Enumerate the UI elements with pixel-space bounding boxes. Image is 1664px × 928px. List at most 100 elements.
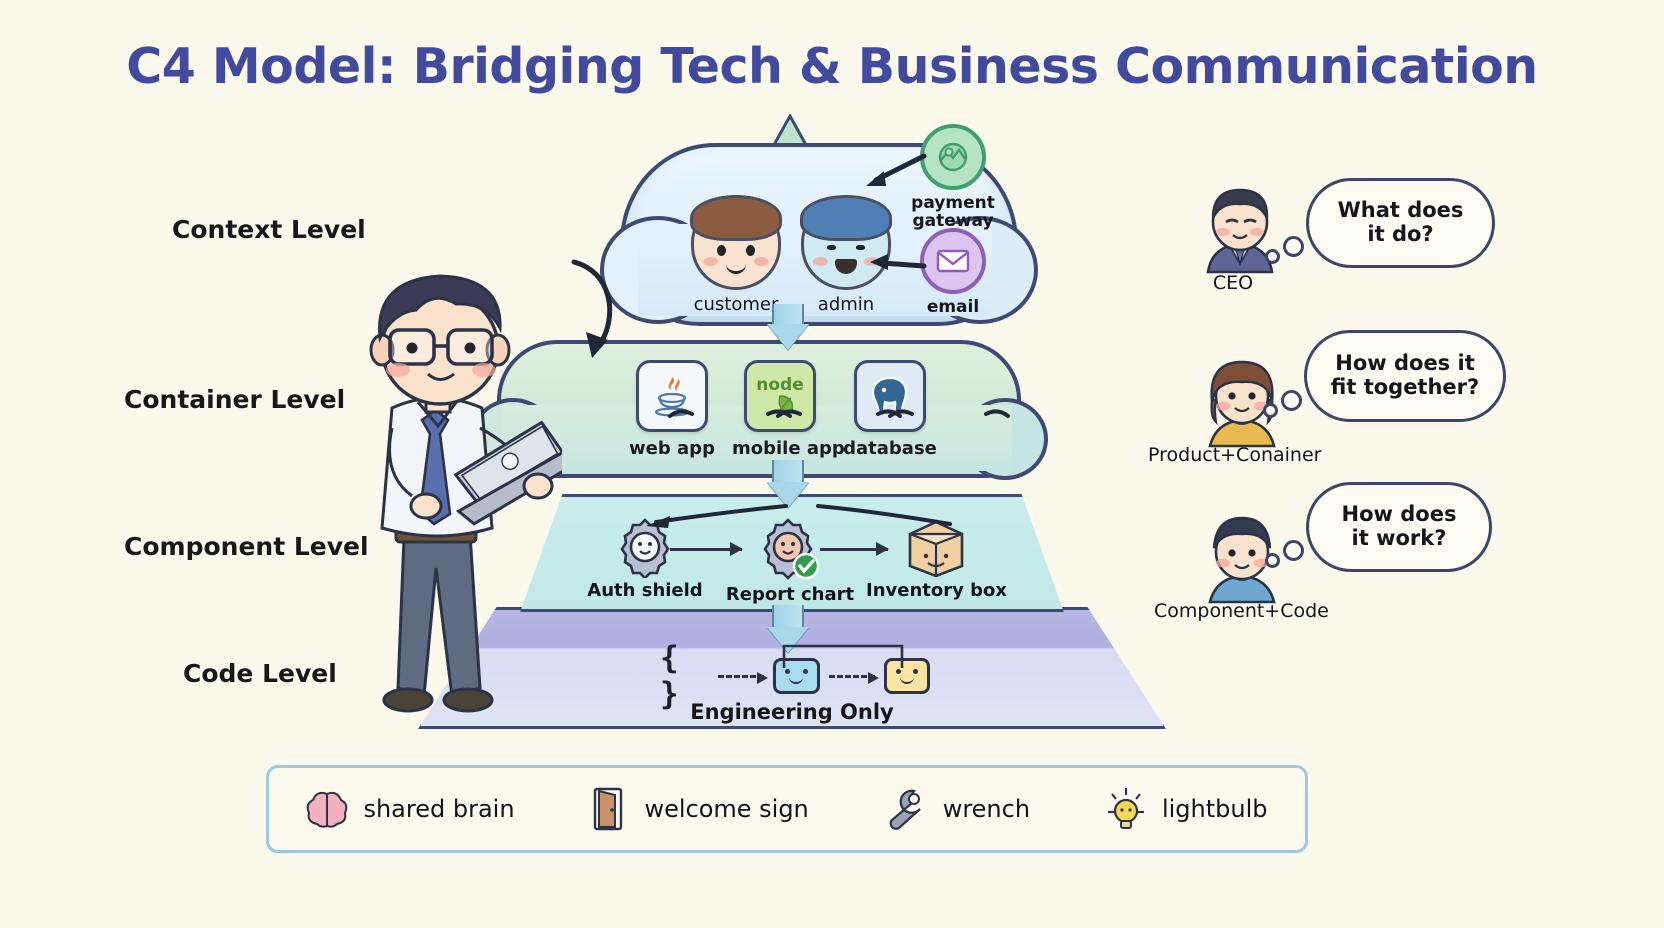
persona-component-code-label: Component+Code xyxy=(1154,600,1329,622)
component-avatar xyxy=(1192,508,1278,604)
admin-mouth xyxy=(835,259,857,274)
customer-face xyxy=(690,195,782,290)
developer-character xyxy=(352,268,562,723)
ceo-avatar xyxy=(1190,180,1276,274)
persona-ceo[interactable]: CEO xyxy=(1158,180,1308,294)
component-inventory-box-label: Inventory box xyxy=(866,580,1007,601)
legend-item-lightbulb[interactable]: lightbulb xyxy=(1105,786,1268,832)
envelope-icon xyxy=(920,228,986,294)
postgres-glyph xyxy=(871,376,908,414)
developer-illustration xyxy=(369,274,562,713)
arrow-report-to-inventory xyxy=(820,542,889,556)
container-web-app[interactable]: web app xyxy=(624,360,720,459)
page-title: C4 Model: Bridging Tech & Business Commu… xyxy=(126,38,1538,95)
product-avatar-icon xyxy=(1208,360,1276,448)
product-question-line1: How does it xyxy=(1335,351,1475,376)
envelope-glyph xyxy=(936,249,970,273)
customer-blush-left xyxy=(703,257,718,266)
arrow-context-to-container xyxy=(766,304,810,350)
arrow-email-to-cloud xyxy=(870,254,927,270)
brain-icon xyxy=(307,791,348,828)
ceo-question-line1: What does xyxy=(1337,198,1464,223)
level-label-component: Component Level xyxy=(124,532,369,561)
node-icon: node xyxy=(744,360,816,432)
persona-product-container-label: Product+Conainer xyxy=(1148,444,1322,466)
container-web-app-label: web app xyxy=(629,438,715,459)
customer-eye-left xyxy=(717,245,726,256)
container-mobile-app[interactable]: node mobile app xyxy=(732,360,845,459)
product-question-line2: fit together? xyxy=(1330,375,1480,399)
persona-component-code[interactable]: Component+Code xyxy=(1154,508,1329,622)
ceo-question-line2: it do? xyxy=(1367,222,1434,246)
actor-admin[interactable]: admin xyxy=(786,195,906,315)
external-email[interactable]: email xyxy=(893,228,1013,317)
admin-eye-left xyxy=(827,245,836,250)
external-payment-gateway-label: payment gateway xyxy=(911,193,995,231)
gear-icon xyxy=(620,518,670,578)
code-node-blue-icon[interactable] xyxy=(773,658,820,694)
legend-label-shared-brain: shared brain xyxy=(363,795,515,823)
container-database[interactable]: database xyxy=(842,360,938,459)
container-database-label: database xyxy=(843,438,937,459)
ceo-avatar-icon xyxy=(1206,188,1274,274)
arrow-auth-to-report xyxy=(670,542,743,556)
legend-item-shared-brain[interactable]: shared brain xyxy=(306,790,515,828)
code-dashed-arrow-2 xyxy=(828,671,879,684)
wrench-icon xyxy=(889,789,921,830)
customer-eye-right xyxy=(746,245,755,256)
customer-blush-right xyxy=(754,257,769,266)
legend-bar: shared brain welcome sign wrench xyxy=(266,765,1308,853)
code-level-row: { } xyxy=(660,640,930,712)
container-mobile-app-label: mobile app xyxy=(732,438,845,459)
code-dashed-arrow-1 xyxy=(718,671,769,684)
persona-ceo-label: CEO xyxy=(1212,272,1254,294)
container-chip-links xyxy=(668,409,1010,418)
level-label-code: Code Level xyxy=(183,659,337,688)
component-report-chart-label: Report chart xyxy=(725,584,855,605)
actor-customer[interactable]: customer xyxy=(676,195,796,315)
component-report-chart[interactable]: Report chart xyxy=(720,516,860,605)
postgresql-elephant-icon xyxy=(854,360,926,432)
customer-hair-icon xyxy=(690,195,782,241)
door-icon xyxy=(594,787,623,831)
gear-check-icon xyxy=(763,518,820,580)
legend-item-wrench[interactable]: wrench xyxy=(884,787,1030,831)
admin-face xyxy=(800,195,892,290)
actor-customer-label: customer xyxy=(693,294,779,315)
level-label-context: Context Level xyxy=(172,215,366,244)
customer-mouth xyxy=(726,260,746,274)
level-label-container: Container Level xyxy=(124,385,346,414)
arrow-container-to-component xyxy=(766,460,810,508)
code-node-yellow-icon[interactable] xyxy=(883,658,930,694)
arrow-payment-to-cloud xyxy=(866,153,927,186)
component-question-line2: it work? xyxy=(1351,526,1447,550)
thought-bubble-product: How does it fit together? xyxy=(1263,330,1506,422)
java-icon xyxy=(636,360,708,432)
actor-admin-label: admin xyxy=(817,294,875,315)
admin-hair-icon xyxy=(800,195,892,241)
legend-label-welcome-sign: welcome sign xyxy=(644,795,809,823)
admin-blush-left xyxy=(813,257,828,266)
external-email-label: email xyxy=(926,297,980,317)
component-avatar-icon xyxy=(1208,516,1276,604)
component-question-line1: How does xyxy=(1341,502,1457,527)
component-auth-shield[interactable]: Auth shield xyxy=(575,516,715,601)
legend-label-wrench: wrench xyxy=(942,795,1031,823)
component-branch-arrows xyxy=(646,504,952,528)
svg-text:node: node xyxy=(756,375,803,395)
component-auth-shield-label: Auth shield xyxy=(587,580,703,601)
persona-product-container[interactable]: Product+Conainer xyxy=(1148,352,1321,466)
admin-eye-right xyxy=(856,245,865,250)
product-avatar xyxy=(1192,352,1278,448)
node-glyph: node xyxy=(756,375,804,415)
legend-label-lightbulb: lightbulb xyxy=(1161,795,1268,823)
arrow-component-to-code xyxy=(766,605,810,653)
code-level-footer: Engineering Only xyxy=(690,700,894,724)
legend-item-welcome-sign[interactable]: welcome sign xyxy=(589,786,809,832)
globe-glyph xyxy=(938,142,968,172)
lightbulb-icon xyxy=(1107,788,1144,829)
globe-icon xyxy=(920,124,986,190)
code-node-link xyxy=(782,644,904,668)
code-braces: { } xyxy=(660,640,679,712)
